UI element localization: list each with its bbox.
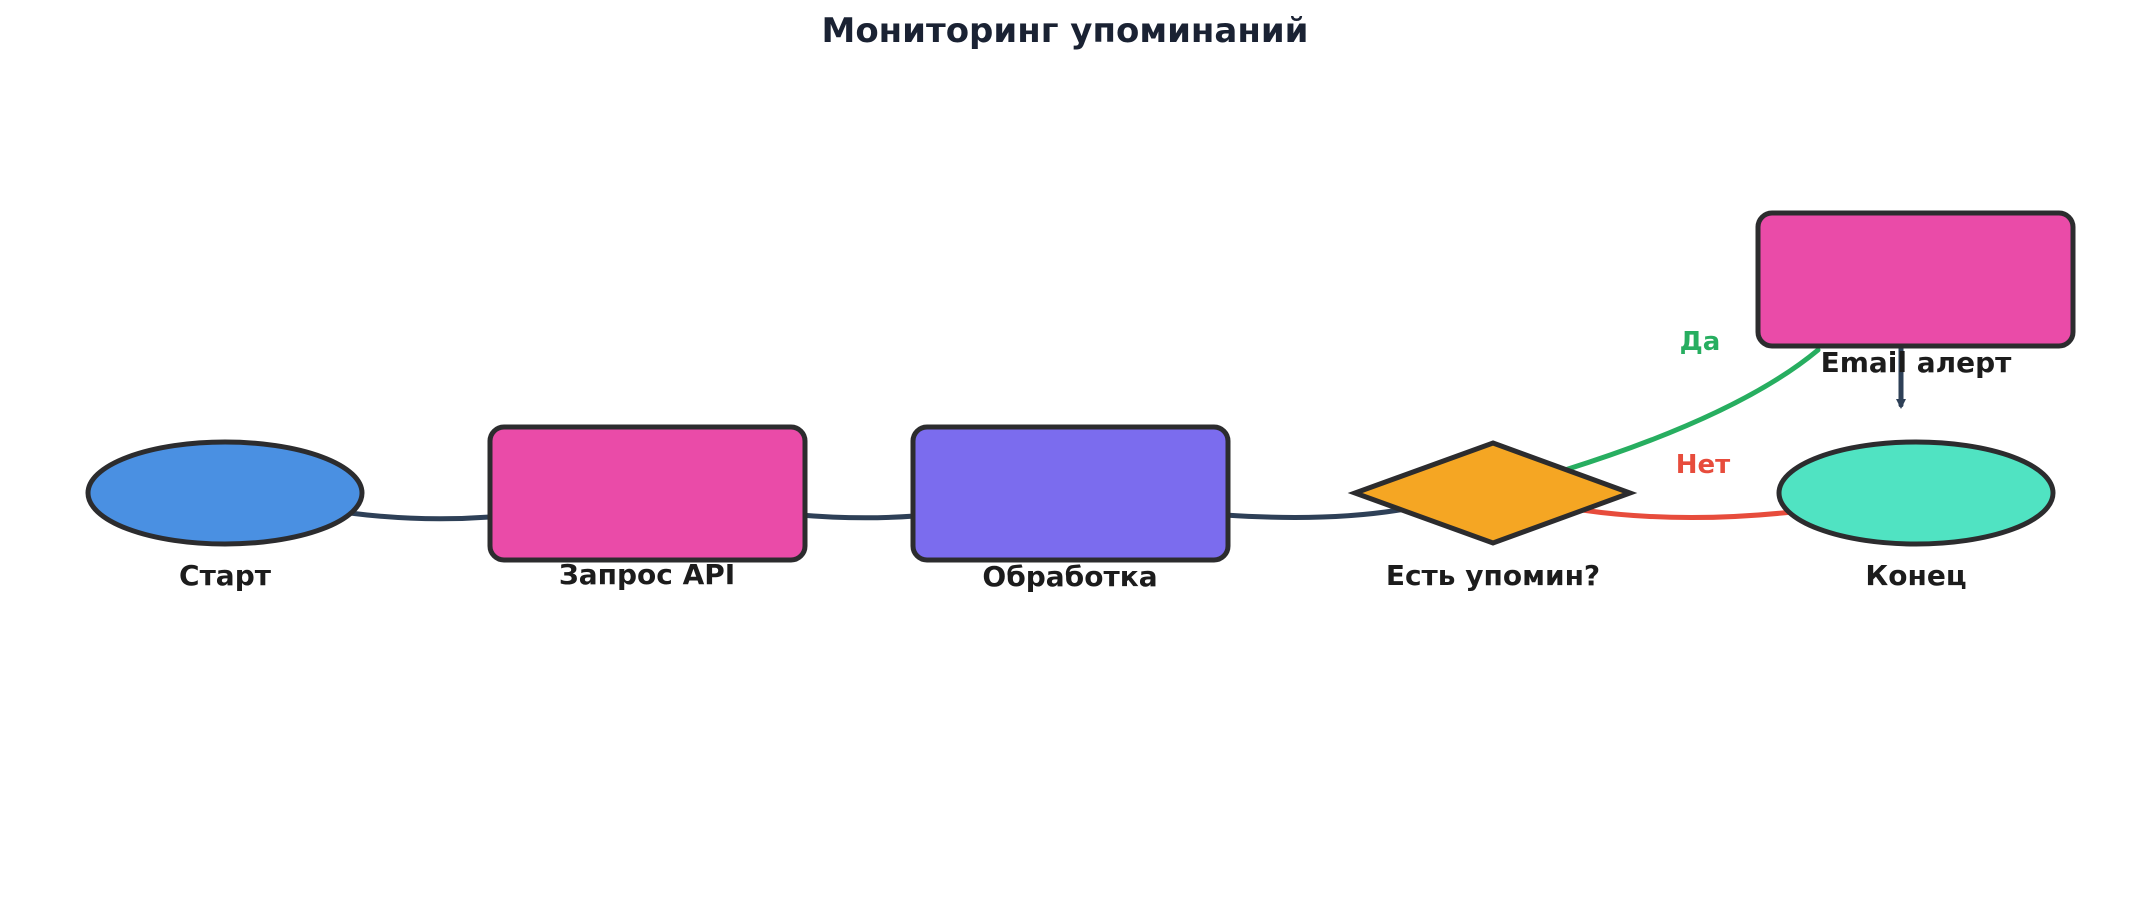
edge-decision-to-email-yes — [1562, 347, 1821, 473]
node-end-shape — [1776, 439, 2056, 547]
node-start-label: Старт — [179, 559, 272, 592]
node-end: Конец — [1776, 439, 2056, 592]
node-api-request-shape — [487, 424, 808, 563]
edge-start-to-api — [347, 510, 493, 522]
node-decision-label: Есть упомин? — [1386, 559, 1600, 592]
node-api-request-label: Запрос API — [559, 558, 735, 591]
edge-api-to-process — [797, 512, 918, 521]
edge-label-yes: Да — [1680, 327, 1721, 357]
edge-label-no: Нет — [1676, 450, 1730, 480]
edge-decision-to-end-no — [1579, 507, 1795, 521]
node-decision: Есть упомин? — [1347, 440, 1638, 592]
diagram-title: Мониторинг упоминаний — [821, 11, 1308, 51]
edges — [347, 345, 1906, 522]
node-decision-shape — [1347, 440, 1638, 546]
edge-process-to-decision — [1222, 506, 1408, 520]
node-start: Старт — [85, 439, 365, 592]
node-email-alert-label: Email алерт — [1821, 346, 2013, 379]
node-api-request: Запрос API — [487, 424, 808, 591]
node-email-alert-shape — [1755, 210, 2076, 349]
node-processing: Обработка — [910, 424, 1231, 593]
node-processing-shape — [910, 424, 1231, 563]
node-processing-label: Обработка — [982, 560, 1157, 593]
node-email-alert: Email алерт — [1755, 210, 2076, 379]
node-end-label: Конец — [1865, 559, 1966, 592]
node-start-shape — [85, 439, 365, 547]
